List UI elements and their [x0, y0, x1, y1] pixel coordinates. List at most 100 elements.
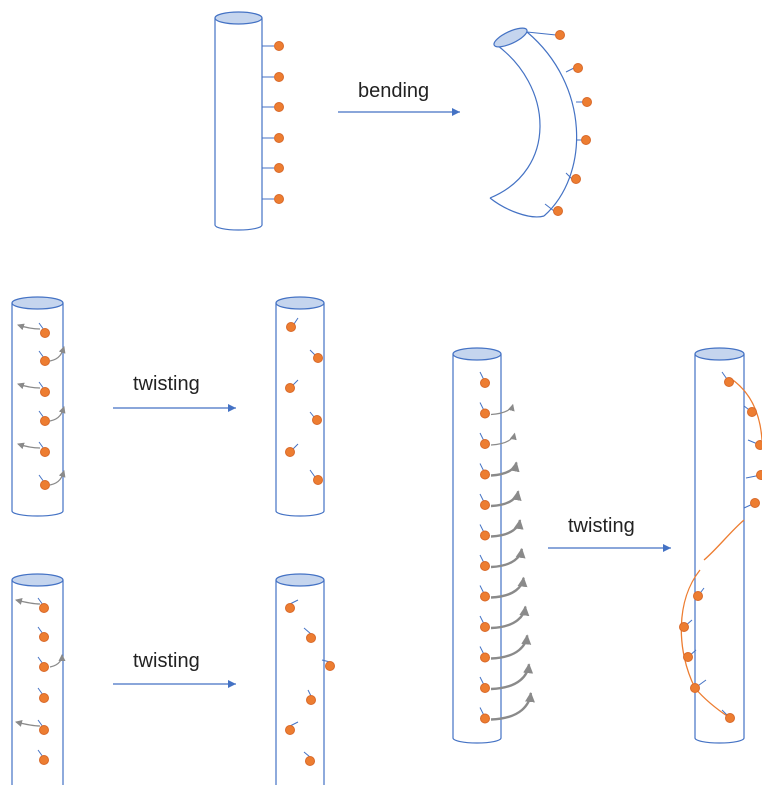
bead — [306, 695, 316, 705]
bead — [40, 387, 50, 397]
stalk — [309, 411, 315, 418]
bead — [274, 72, 284, 82]
twisting-label-bottom: twisting — [133, 650, 200, 672]
bead — [571, 174, 581, 184]
bead — [40, 447, 50, 457]
bead — [480, 561, 490, 571]
long-tube-after-helix — [680, 377, 762, 719]
bead — [480, 500, 490, 510]
tube-twist-b-after-beads — [285, 599, 335, 766]
long-tube-after-beads — [679, 371, 762, 723]
bead — [313, 353, 323, 363]
twist-arrow — [17, 323, 41, 331]
bead — [725, 713, 735, 723]
bead — [755, 440, 762, 450]
tube-twist-b-before — [11, 573, 64, 785]
bead — [39, 755, 49, 765]
stalk — [565, 67, 575, 73]
twist-arrow — [490, 403, 515, 416]
bead — [274, 102, 284, 112]
bead — [480, 469, 490, 480]
bead — [285, 603, 295, 613]
twist-arrow — [49, 406, 66, 422]
twist-arrow — [490, 547, 526, 569]
bead — [285, 447, 295, 457]
bead — [581, 135, 591, 145]
bead — [683, 652, 693, 662]
twist-arrow — [490, 692, 535, 721]
bead — [39, 632, 49, 642]
bead — [573, 63, 583, 73]
twist-arrow — [490, 432, 517, 446]
twist-arrow — [490, 490, 522, 508]
bead — [39, 662, 49, 672]
twist-arrow — [17, 442, 41, 450]
bead — [582, 97, 592, 107]
bead — [679, 622, 689, 632]
tube-twist-a-after-beads — [285, 317, 323, 485]
bead — [480, 591, 490, 602]
bead — [305, 756, 315, 766]
twist-arrow — [49, 470, 66, 486]
bead — [690, 683, 700, 693]
bead — [274, 163, 284, 173]
bead — [480, 530, 490, 541]
stalk — [292, 443, 299, 450]
bead — [747, 407, 757, 417]
stalk — [303, 627, 312, 635]
long-tube-before — [452, 347, 502, 744]
twist-arrow — [49, 346, 66, 362]
bead — [480, 622, 490, 632]
tube-twist-a-before-beads — [17, 322, 66, 490]
bead — [756, 470, 762, 480]
twist-arrow — [15, 598, 41, 605]
twist-arrow — [49, 654, 66, 668]
bead — [480, 652, 490, 663]
stalk — [293, 317, 299, 325]
stalk — [544, 203, 555, 212]
tube-twist-b-before-beads — [15, 597, 66, 765]
long-tube-before-beads — [479, 371, 535, 724]
twist-arrow — [490, 634, 532, 660]
bead — [480, 378, 490, 388]
twist-arrow — [490, 461, 520, 477]
long-tube-after — [694, 347, 745, 744]
twist-arrow — [490, 663, 534, 691]
bead — [313, 475, 323, 485]
bead — [750, 498, 760, 508]
bead — [286, 322, 296, 332]
twist-arrow — [490, 519, 524, 538]
twisting-label-right: twisting — [568, 515, 635, 537]
bead — [306, 633, 316, 643]
bead — [274, 194, 284, 204]
bead — [480, 408, 490, 419]
bead — [285, 725, 295, 735]
bent-tube-beads — [526, 30, 592, 216]
bead — [480, 439, 490, 449]
straight-tube-bending — [214, 11, 263, 231]
stalk — [526, 31, 557, 36]
twist-arrow — [15, 720, 41, 727]
bead — [693, 591, 703, 601]
bead — [480, 683, 490, 693]
bead — [39, 725, 49, 735]
twist-arrow — [17, 382, 41, 390]
stalk — [309, 349, 316, 356]
bending-label: bending — [358, 80, 429, 102]
bead — [325, 661, 335, 671]
stalk — [307, 689, 312, 697]
bead — [40, 328, 50, 338]
tube-twist-a-after — [275, 296, 325, 517]
stalk — [309, 469, 316, 478]
bead — [274, 41, 284, 51]
stalk — [565, 172, 573, 180]
bead — [312, 415, 322, 425]
bead — [40, 356, 50, 366]
bead — [40, 416, 50, 426]
bead — [40, 480, 50, 490]
bead — [480, 713, 490, 724]
bead — [39, 693, 49, 703]
bead — [553, 206, 563, 216]
tube-twist-b-after — [275, 573, 325, 785]
